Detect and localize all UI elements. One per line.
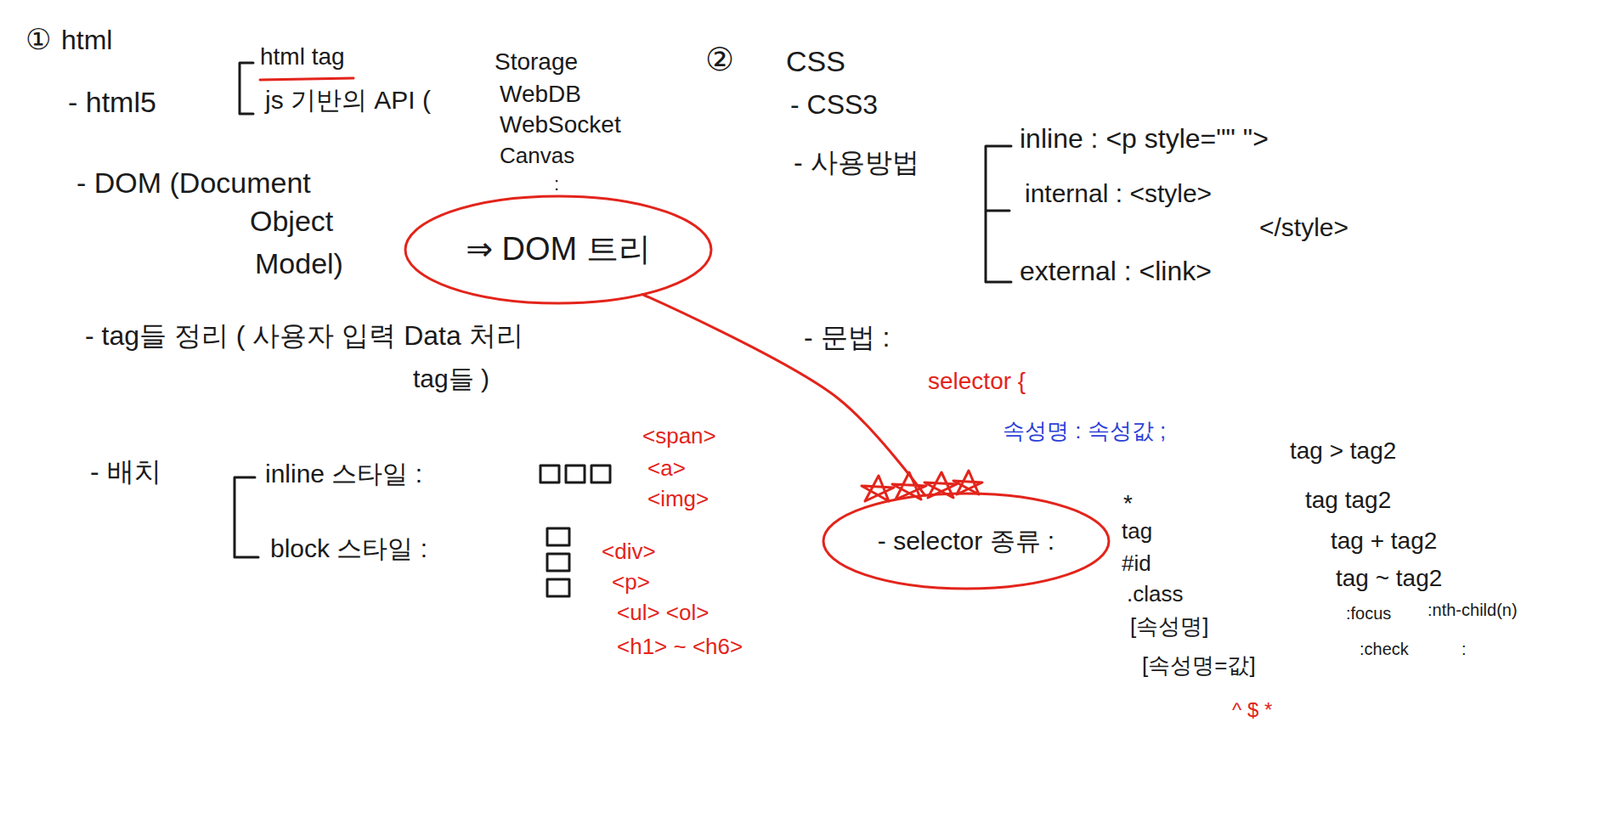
- bracket: [234, 477, 259, 558]
- note-text: [속성명=값]: [1142, 652, 1256, 679]
- note-text: - 배치: [90, 455, 162, 488]
- note-text: tag > tag2: [1289, 436, 1397, 466]
- note-text: :check: [1359, 638, 1409, 660]
- note-text: ①: [25, 22, 51, 57]
- ellipse-outline: [823, 493, 1109, 589]
- note-text: - html5: [67, 84, 157, 120]
- note-text: tag들 ): [412, 363, 490, 395]
- note-text: :nth-child(n): [1427, 599, 1518, 621]
- note-text: - 문법 :: [803, 321, 890, 354]
- ellipse-outline: [405, 196, 712, 304]
- note-text: <a>: [647, 455, 686, 482]
- note-text: *: [1123, 489, 1133, 519]
- note-text: WebDB: [499, 79, 582, 109]
- note-text: [속성명]: [1130, 613, 1209, 640]
- note-text: html: [61, 23, 113, 57]
- note-text: internal : <style>: [1024, 178, 1212, 210]
- bracket: [985, 146, 1012, 283]
- block-square: [547, 579, 570, 597]
- star-mark: [953, 470, 983, 495]
- note-text: Model): [254, 246, 344, 282]
- note-text: - DOM (Document: [76, 165, 311, 201]
- bracket: [239, 62, 254, 114]
- note-text: html tag: [260, 42, 345, 72]
- note-text: - CSS3: [790, 88, 878, 121]
- underline: [260, 78, 354, 80]
- note-text: block 스타일 :: [270, 533, 428, 565]
- note-text: :: [554, 173, 560, 196]
- note-text: :focus: [1345, 603, 1391, 624]
- note-text: external : <link>: [1019, 254, 1212, 288]
- note-text: </style>: [1259, 212, 1349, 244]
- note-text: inline 스타일 :: [265, 458, 423, 490]
- inline-square: [565, 465, 585, 483]
- note-text: tag + tag2: [1330, 526, 1437, 556]
- star-mark: [861, 475, 894, 502]
- block-square: [547, 554, 570, 572]
- note-text: <span>: [642, 423, 717, 450]
- note-text: - tag들 정리 ( 사용자 입력 Data 처리: [84, 319, 524, 352]
- note-text: <h1> ~ <h6>: [616, 633, 743, 661]
- note-text: 속성명 : 속성값 ;: [1002, 418, 1166, 445]
- circled-note: - selector 종류 :: [820, 491, 1112, 592]
- note-text: :: [1461, 638, 1467, 660]
- circled-note: ⇒ DOM 트리: [402, 193, 714, 306]
- note-text: .class: [1126, 581, 1183, 608]
- note-text: tag ~ tag2: [1335, 564, 1442, 594]
- note-text: js 기반의 API (: [265, 84, 431, 116]
- node-text: ⇒ DOM 트리: [465, 230, 651, 270]
- note-text: <ul> <ol>: [616, 599, 709, 627]
- note-text: selector {: [927, 367, 1026, 396]
- connector-line: [642, 294, 926, 497]
- note-text: Object: [249, 203, 334, 239]
- note-text: tag: [1121, 518, 1153, 545]
- note-text: CSS: [785, 44, 846, 80]
- inline-square: [540, 465, 560, 483]
- note-text: Canvas: [499, 142, 575, 170]
- note-text: WebSocket: [499, 110, 622, 140]
- note-text: inline : <p style="" ">: [1019, 122, 1269, 155]
- note-text: <img>: [647, 486, 709, 513]
- note-text: tag tag2: [1305, 486, 1391, 515]
- node-text: - selector 종류 :: [877, 525, 1055, 557]
- inline-square: [591, 465, 611, 483]
- note-text: #id: [1121, 550, 1152, 577]
- note-text: ②: [705, 40, 735, 80]
- note-text: <div>: [601, 538, 656, 566]
- note-text: Storage: [494, 47, 578, 77]
- block-square: [547, 528, 570, 546]
- note-text: - 사용방법: [793, 146, 920, 179]
- note-text: <p>: [611, 569, 651, 596]
- note-text: ^ $ *: [1232, 698, 1273, 724]
